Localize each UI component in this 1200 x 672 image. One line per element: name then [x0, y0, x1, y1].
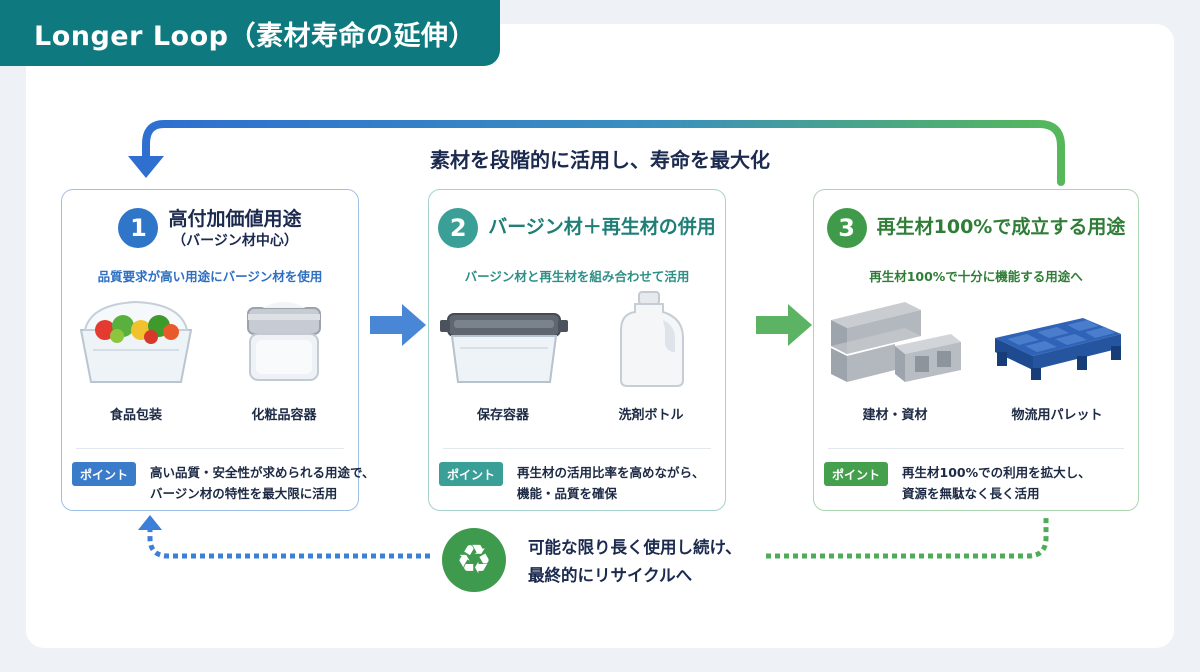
recycle-icon: ♻ [442, 528, 506, 592]
divider [76, 448, 344, 449]
item-detergent-bottle: 洗剤ボトル [581, 290, 721, 440]
point-text: 再生材の活用比率を高めながら、 機能・品質を確保 [517, 465, 705, 501]
card-recycled-only: 3 再生材100%で成立する用途 再生材100%で十分に機能する用途へ 建材・資… [813, 189, 1139, 511]
point-badge: ポイント [72, 462, 136, 486]
item-food-packaging: 食品包装 [66, 290, 206, 440]
item-label: 物流用パレット [1011, 408, 1103, 423]
divider [443, 448, 711, 449]
card-title: 再生材100%で成立する用途 [876, 216, 1126, 238]
pallet-icon [995, 318, 1121, 380]
point-text: 再生材100%での利用を拡大し、 資源を無駄なく長く活用 [902, 465, 1091, 501]
card-high-value: 1 高付加価値用途 （バージン材中心） 品質要求が高い用途にバージン材を使用 食… [61, 189, 375, 511]
step-badge: 2 [438, 208, 479, 248]
salad-container-icon [79, 300, 193, 383]
card-title: 高付加価値用途 [168, 208, 302, 230]
headline: 素材を段階的に活用し、寿命を最大化 [430, 148, 770, 172]
card-description: 再生材100%で十分に機能する用途へ [869, 269, 1083, 284]
item-label: 化粧品容器 [251, 408, 317, 423]
detergent-bottle-icon [620, 291, 684, 387]
item-label: 建材・資材 [862, 408, 928, 423]
step-badge: 1 [118, 208, 159, 248]
card-description: バージン材と再生材を組み合わせて活用 [464, 269, 690, 284]
bottom-message: 可能な限り長く使用し続け、 最終的にリサイクルへ [528, 538, 742, 585]
item-cosmetic-container: 化粧品容器 [214, 290, 354, 440]
card-description: 品質要求が高い用途にバージン材を使用 [97, 269, 323, 284]
step-badge: 3 [826, 208, 867, 248]
concrete-block-icon [831, 302, 961, 382]
item-label: 洗剤ボトル [618, 408, 684, 423]
page-title: Longer Loop（素材寿命の延伸） [0, 0, 500, 66]
point-text: 高い品質・安全性が求められる用途で、 バージン材の特性を最大限に活用 [150, 465, 375, 501]
item-storage-container: 保存容器 [433, 290, 573, 440]
item-label: 食品包装 [109, 408, 162, 423]
item-construction-materials: 建材・資材 [825, 290, 965, 440]
storage-container-icon [440, 313, 568, 383]
card-subtitle: （バージン材中心） [172, 233, 298, 249]
cosmetic-jar-icon [247, 302, 321, 381]
divider [828, 448, 1124, 449]
point-badge: ポイント [439, 462, 503, 486]
card-title: バージン材＋再生材の併用 [488, 216, 716, 238]
card-mixed-material: 2 バージン材＋再生材の併用 バージン材と再生材を組み合わせて活用 保存容器 洗 [428, 189, 726, 511]
item-logistics-pallet: 物流用パレット [987, 290, 1127, 440]
item-label: 保存容器 [476, 408, 529, 423]
point-badge: ポイント [824, 462, 888, 486]
